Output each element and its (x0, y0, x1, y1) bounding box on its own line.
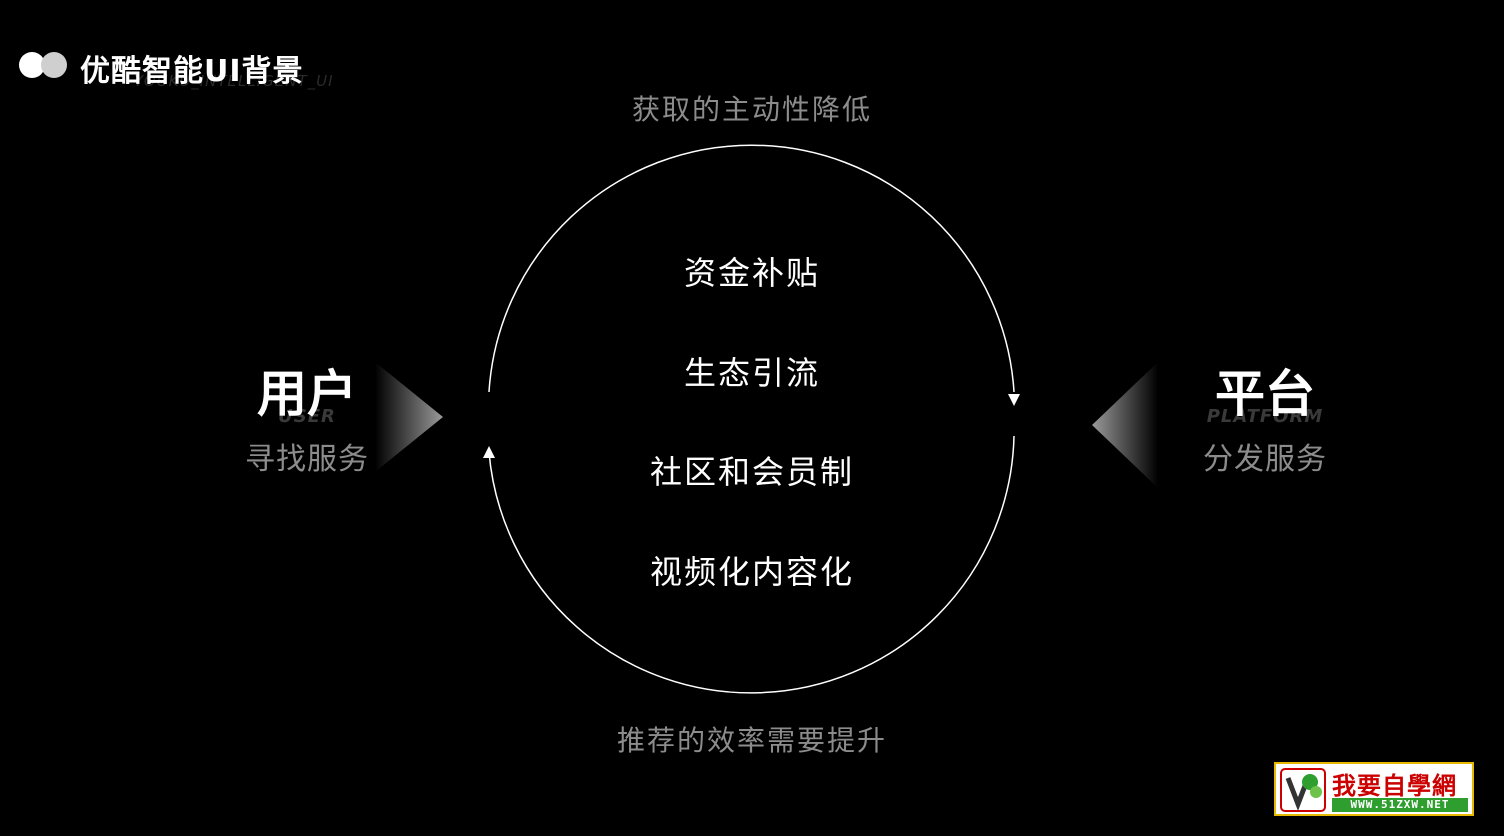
cycle-arc-top (488, 144, 1015, 393)
cycle-arc-bottom (488, 435, 1015, 694)
arrow-right-icon (1008, 394, 1020, 406)
platform-en-label: PLATFORM (1206, 406, 1324, 427)
caption-top: 获取的主动性降低 (631, 93, 872, 126)
caption-bottom: 推荐的效率需要提升 (616, 724, 887, 757)
user-title: 用户 (257, 365, 357, 423)
header-title: 优酷智能UI背景 (80, 54, 304, 89)
youku-logo-icon (19, 52, 67, 78)
platform-desc: 分发服务 (1203, 442, 1327, 477)
header-subtitle: YOUKU_INTELLIGENT_UI (134, 72, 334, 90)
user-en-label: USER (278, 406, 336, 427)
platform-pointer (1092, 362, 1158, 488)
platform-title: 平台 (1215, 365, 1315, 423)
user-block: USER 用户 寻找服务 (187, 364, 427, 478)
cycle-item-ecosystem: 生态引流 (683, 354, 820, 392)
badge-leaf-icon (1280, 768, 1326, 812)
cycle-item-video: 视频化内容化 (649, 553, 854, 591)
arrow-left-icon (483, 446, 495, 458)
platform-block: PLATFORM 平台 分发服务 (1145, 364, 1385, 478)
user-desc: 寻找服务 (245, 442, 369, 477)
watermark-badge: 我要自學網 WWW.51ZXW.NET (1274, 762, 1474, 816)
badge-text: 我要自學網 (1332, 772, 1457, 800)
header: YOUKU_INTELLIGENT_UI 优酷智能UI背景 (18, 44, 378, 92)
user-pointer (375, 362, 443, 472)
cycle-item-subsidy: 资金补贴 (683, 254, 820, 292)
badge-url: WWW.51ZXW.NET (1332, 798, 1468, 812)
cycle-item-community: 社区和会员制 (649, 453, 854, 491)
